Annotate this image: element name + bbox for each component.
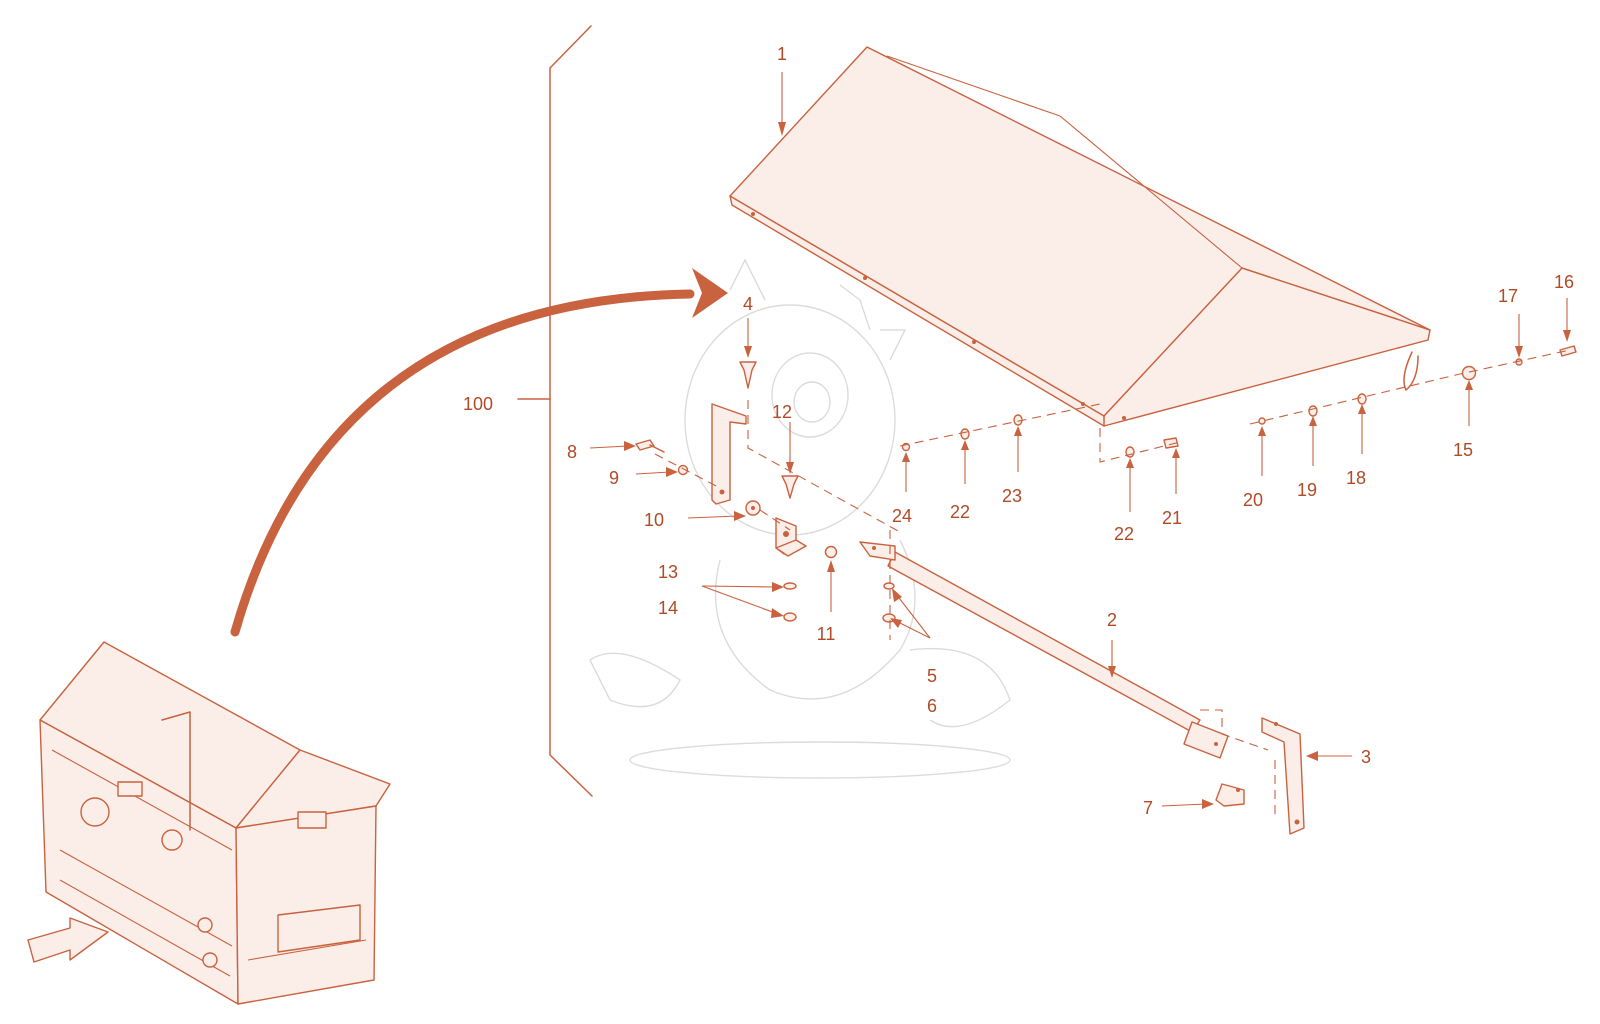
callout-14: 14	[658, 598, 678, 618]
assembly-centerlines	[654, 349, 1571, 815]
part-callouts: 1 2 3 4 5 6 7 8 9 10 11 12 13 14 15 16 1…	[567, 44, 1574, 818]
callout-22b: 22	[1114, 524, 1134, 544]
callout-3: 3	[1361, 747, 1371, 767]
hood-lid-part-1	[729, 46, 1431, 427]
callout-13: 13	[658, 562, 678, 582]
callout-16: 16	[1554, 272, 1574, 292]
callout-6: 6	[927, 696, 937, 716]
leader-arrows	[589, 72, 1571, 809]
upright-bracket	[711, 403, 747, 505]
callout-24: 24	[892, 506, 912, 526]
callout-4: 4	[743, 294, 753, 314]
callout-19: 19	[1297, 480, 1317, 500]
callout-10: 10	[644, 510, 664, 530]
mount-bracket	[775, 517, 807, 557]
hardware-fasteners	[635, 345, 1577, 623]
callout-11: 11	[817, 624, 836, 644]
callout-23: 23	[1002, 486, 1022, 506]
callout-2: 2	[1107, 610, 1117, 630]
callout-9: 9	[609, 468, 619, 488]
l-bracket-part-7	[1215, 783, 1245, 807]
callout-22a: 22	[950, 502, 970, 522]
callout-12: 12	[772, 402, 792, 422]
callout-8: 8	[567, 442, 577, 462]
callout-5: 5	[927, 666, 937, 686]
bracket-part-3	[1261, 717, 1305, 835]
callout-7: 7	[1143, 798, 1153, 818]
assembly-label: 100	[463, 394, 493, 414]
assembly-bracket: 100	[463, 25, 593, 797]
spreader-unit-overview	[27, 641, 391, 1005]
callout-18: 18	[1346, 468, 1366, 488]
callout-21: 21	[1162, 508, 1182, 528]
curved-arrow-icon	[230, 268, 728, 637]
callout-15: 15	[1453, 440, 1473, 460]
callout-17: 17	[1498, 286, 1518, 306]
callout-1: 1	[777, 44, 787, 64]
callout-20: 20	[1243, 490, 1263, 510]
